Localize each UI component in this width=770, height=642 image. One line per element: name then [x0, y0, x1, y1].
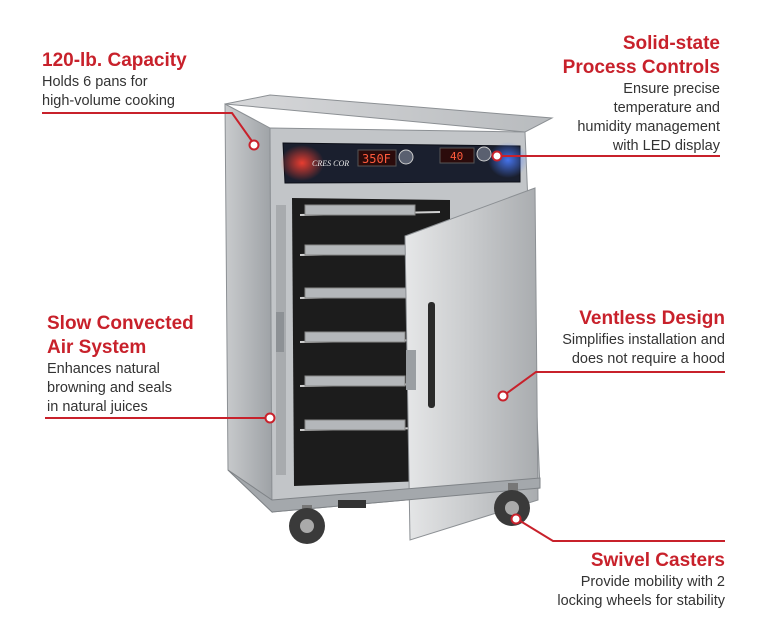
callout-desc: with LED display: [612, 138, 720, 154]
cabinet-left-side: [224, 103, 273, 514]
callout-desc: Ensure precise: [623, 81, 720, 97]
led-display-left: [357, 149, 397, 167]
callout-capacity: 120-lb. Capacity Holds 6 pans for high-v…: [42, 49, 187, 111]
cabinet-base: [227, 469, 541, 513]
callout-desc: locking wheels for stability: [557, 593, 725, 609]
callout-desc: browning and seals: [47, 380, 172, 396]
caster-lock: [338, 500, 366, 508]
callout-desc: Provide mobility with 2: [580, 574, 725, 590]
callout-controls: Solid-state Process Controls Ensure prec…: [480, 32, 720, 156]
callout-casters: Swivel Casters Provide mobility with 2 l…: [465, 549, 725, 611]
pans: [304, 204, 416, 431]
callout-title: Air System: [47, 337, 147, 358]
leader-dots: [248, 139, 522, 525]
callout-airflow: Slow Convected Air System Enhances natur…: [47, 312, 194, 417]
led-readout-right: 40: [450, 150, 463, 163]
leader-lines: [42, 112, 725, 542]
cabinet-door: [404, 187, 539, 541]
callout-desc: Enhances natural: [47, 361, 160, 377]
callout-desc: in natural juices: [47, 399, 148, 415]
cabinet-top: [224, 94, 554, 133]
callout-title: Swivel Casters: [590, 550, 725, 571]
knob-right: [476, 146, 492, 162]
latch: [276, 312, 284, 352]
door-handle: [428, 302, 435, 408]
callout-desc: humidity management: [577, 119, 720, 135]
callout-desc: Holds 6 pans for: [42, 74, 148, 90]
callout-title: Ventless Design: [579, 308, 725, 329]
callout-desc: high-volume cooking: [42, 93, 175, 109]
callout-desc: Simplifies installation and: [562, 332, 725, 348]
led-display-right: [439, 147, 475, 164]
callout-desc: temperature and: [613, 100, 720, 116]
brand-logo: CRES COR: [312, 159, 349, 168]
led-readout-left: 350F: [362, 152, 391, 166]
callout-title: 120-lb. Capacity: [42, 50, 187, 71]
callout-title: Process Controls: [562, 57, 720, 78]
door-hinge: [406, 350, 416, 390]
callout-desc: does not require a hood: [571, 351, 725, 367]
callout-title: Solid-state: [622, 33, 720, 54]
caster-front-left: [289, 505, 325, 544]
callout-ventless: Ventless Design Simplifies installation …: [465, 307, 725, 369]
knob-left: [398, 149, 414, 165]
callout-title: Slow Convected: [47, 313, 194, 334]
